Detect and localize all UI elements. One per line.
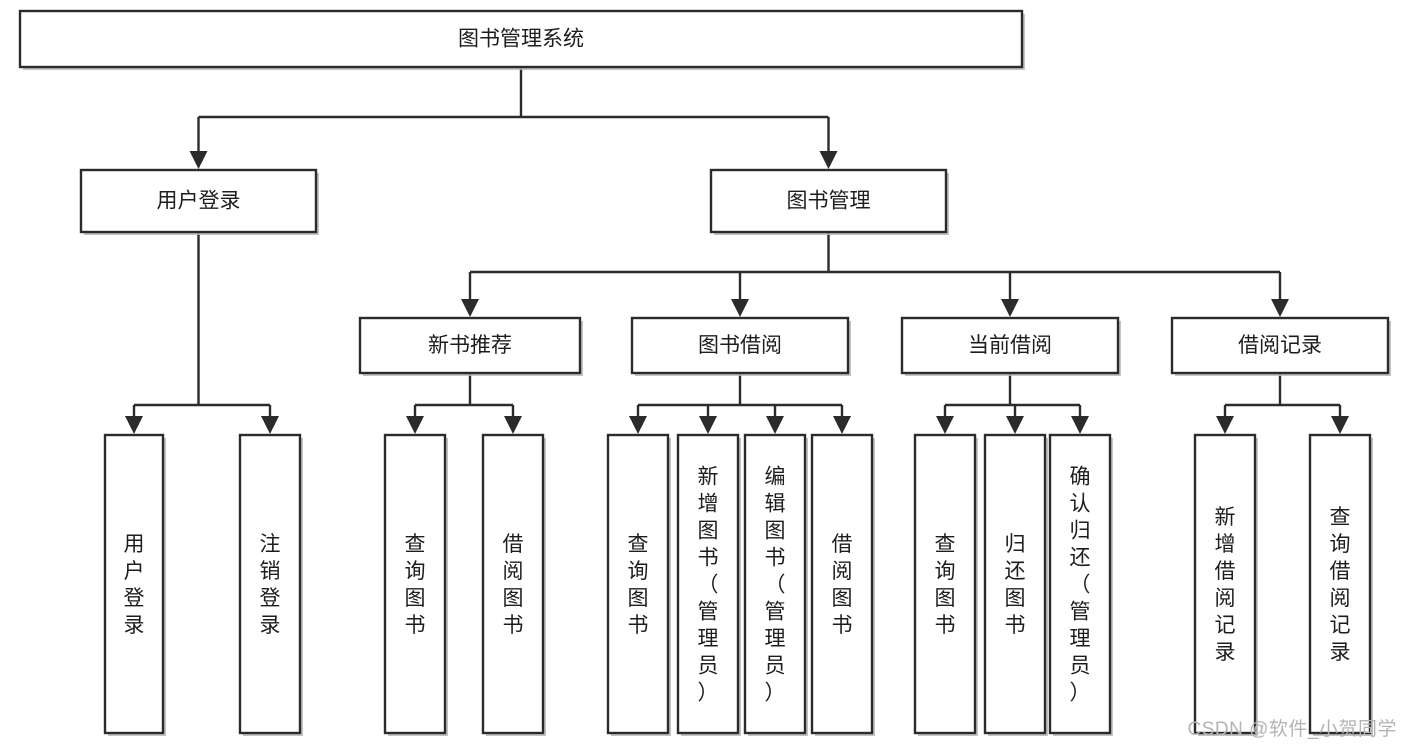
node-book-mgmt[interactable]: 图书管理 <box>709 168 949 235</box>
edge-group-user_login <box>125 232 279 434</box>
node-label: 查询借阅记录 <box>1330 506 1351 664</box>
node-box[interactable] <box>743 433 807 735</box>
node-box[interactable] <box>481 433 545 735</box>
edge-group-current_borrow <box>936 373 1089 434</box>
node-box[interactable] <box>676 433 740 735</box>
node-label: 图书管理系统 <box>458 28 584 51</box>
node-book-borrow[interactable]: 图书借阅 <box>630 316 851 376</box>
node-box[interactable] <box>900 316 1120 375</box>
node-label: 图书借阅 <box>698 334 782 357</box>
node-label: 查询图书 <box>628 533 649 637</box>
node-leaf-edit-book[interactable]: 编辑图书（管理员） <box>743 433 808 736</box>
node-box[interactable] <box>709 168 948 234</box>
edge-group-borrow_record <box>1216 373 1349 434</box>
node-leaf-add-record[interactable]: 新增借阅记录 <box>1193 433 1258 736</box>
node-leaf-logout[interactable]: 注销登录 <box>238 433 303 736</box>
node-label: 用户登录 <box>124 533 145 637</box>
node-leaf-return-book[interactable]: 归还图书 <box>983 433 1048 736</box>
node-box[interactable] <box>810 433 874 735</box>
node-box[interactable] <box>1170 316 1390 375</box>
edge-group-book_borrow <box>629 373 851 434</box>
node-box[interactable] <box>18 9 1024 69</box>
edge-group-root <box>189 67 838 169</box>
node-leaf-borrow-book-2[interactable]: 借阅图书 <box>810 433 875 736</box>
node-label: 图书管理 <box>787 190 871 213</box>
node-box[interactable] <box>913 433 977 735</box>
node-box[interactable] <box>630 316 850 375</box>
node-box[interactable] <box>606 433 670 735</box>
node-box[interactable] <box>1193 433 1257 735</box>
node-label: 借阅记录 <box>1238 334 1322 357</box>
node-box[interactable] <box>103 433 165 735</box>
node-root[interactable]: 图书管理系统 <box>18 9 1025 70</box>
node-leaf-add-book[interactable]: 新增图书（管理员） <box>676 433 741 736</box>
edge-group-new_book_rec <box>406 373 522 434</box>
node-user-login[interactable]: 用户登录 <box>79 168 319 235</box>
node-box[interactable] <box>79 168 318 234</box>
node-label: 新增借阅记录 <box>1215 506 1236 664</box>
edge-layer <box>125 67 1349 434</box>
watermark-label: CSDN @软件_小贺同学 <box>1187 719 1397 740</box>
node-label: 确认归还（管理员） <box>1070 466 1091 705</box>
node-label: 借阅图书 <box>832 533 853 637</box>
node-leaf-query-book-3[interactable]: 查询图书 <box>913 433 978 736</box>
node-box[interactable] <box>983 433 1047 735</box>
node-box[interactable] <box>1308 433 1372 735</box>
node-label: 查询图书 <box>405 533 426 637</box>
node-box[interactable] <box>358 316 582 375</box>
edge-group-book_mgmt <box>461 232 1289 317</box>
node-label: 查询图书 <box>935 533 956 637</box>
node-leaf-query-record[interactable]: 查询借阅记录 <box>1308 433 1373 736</box>
node-current-borrow[interactable]: 当前借阅 <box>900 316 1121 376</box>
node-leaf-query-book-2[interactable]: 查询图书 <box>606 433 671 736</box>
node-leaf-confirm-return[interactable]: 确认归还（管理员） <box>1048 433 1113 736</box>
node-box[interactable] <box>238 433 302 735</box>
node-label: 新书推荐 <box>428 334 512 357</box>
node-label: 当前借阅 <box>968 334 1052 357</box>
node-label: 归还图书 <box>1005 533 1026 637</box>
node-leaf-borrow-book-1[interactable]: 借阅图书 <box>481 433 546 736</box>
node-label: 借阅图书 <box>503 533 524 637</box>
node-label: 用户登录 <box>157 190 241 213</box>
node-label: 注销登录 <box>260 533 281 637</box>
node-label: 编辑图书（管理员） <box>765 466 786 705</box>
node-leaf-user-login[interactable]: 用户登录 <box>103 433 166 736</box>
node-borrow-record[interactable]: 借阅记录 <box>1170 316 1391 376</box>
node-box[interactable] <box>383 433 447 735</box>
node-label: 新增图书（管理员） <box>698 466 719 705</box>
node-box[interactable] <box>1048 433 1112 735</box>
node-new-book-rec[interactable]: 新书推荐 <box>358 316 583 376</box>
node-layer: 图书管理系统用户登录图书管理新书推荐图书借阅当前借阅借阅记录用户登录注销登录查询… <box>18 9 1391 736</box>
node-leaf-query-book-1[interactable]: 查询图书 <box>383 433 448 736</box>
